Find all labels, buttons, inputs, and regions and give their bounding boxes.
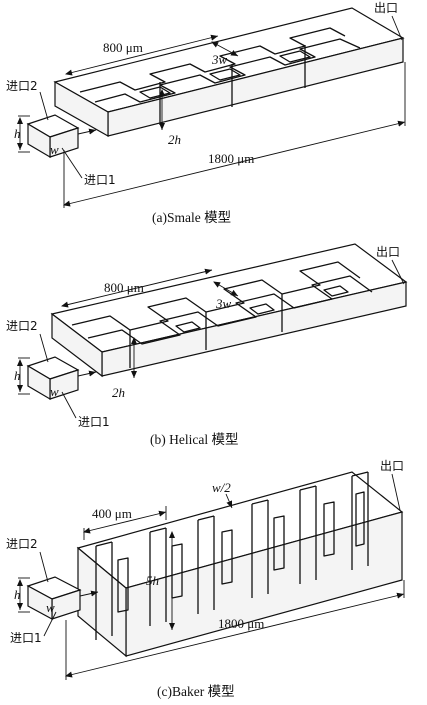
helical-channel-pattern bbox=[71, 261, 373, 345]
baker-dim-h-label: h bbox=[14, 587, 21, 602]
helical-inlet2-leader bbox=[39, 333, 49, 363]
helical-channel-inner bbox=[175, 285, 349, 333]
helical-model: 800 μm 3w 2h h w 进口2 进口1 出口 (b) Helical … bbox=[6, 243, 408, 447]
helical-inlet1-leader bbox=[61, 391, 77, 419]
baker-dim-1800-label: 1800 μm bbox=[218, 616, 264, 631]
smale-model: 800 μm 3w 2h h w 1800 μm 进口2 进口1 出口 (a)S… bbox=[6, 1, 406, 225]
helical-dim-3w-label: 3w bbox=[215, 296, 232, 311]
smale-dim-w-arrow bbox=[77, 128, 97, 135]
smale-inlet2-leader bbox=[39, 91, 49, 121]
helical-outlet-label: 出口 bbox=[376, 245, 400, 259]
helical-dim-h-label: h bbox=[14, 368, 21, 383]
smale-inlet1-leader bbox=[61, 147, 83, 179]
baker-inlet2-leader bbox=[39, 551, 49, 583]
helical-caption: (b) Helical 模型 bbox=[150, 432, 238, 447]
smale-dim-h-label: h bbox=[14, 126, 21, 141]
smale-inlet-left bbox=[27, 122, 51, 159]
baker-dim-w2-arrow bbox=[225, 493, 233, 509]
baker-caption: (c)Baker 模型 bbox=[157, 684, 235, 699]
smale-dim-1800-line bbox=[63, 120, 406, 207]
helical-dim-w-label: w bbox=[50, 384, 59, 399]
smale-dim-3w-label: 3w bbox=[211, 52, 228, 67]
baker-inlet1-label: 进口1 bbox=[10, 631, 42, 645]
helical-dim-800-line bbox=[61, 268, 213, 308]
baker-outlet-leader bbox=[391, 473, 401, 511]
helical-inlet2-label: 进口2 bbox=[6, 319, 38, 333]
smale-inlet1-label: 进口1 bbox=[84, 173, 116, 187]
baker-dim-1800-line bbox=[65, 592, 405, 678]
baker-dim-400-label: 400 μm bbox=[92, 506, 132, 521]
smale-channel-inner bbox=[139, 50, 311, 99]
smale-dim-2h-label: 2h bbox=[168, 132, 181, 147]
helical-inlet-left bbox=[27, 364, 51, 401]
baker-dim-w2-label: w/2 bbox=[212, 480, 231, 495]
helical-dim-2h-label: 2h bbox=[112, 385, 125, 400]
smale-outlet-label: 出口 bbox=[374, 1, 398, 15]
smale-dim-800-label: 800 μm bbox=[103, 40, 143, 55]
baker-dim-5h-label: 5h bbox=[146, 573, 159, 588]
baker-outlet-label: 出口 bbox=[380, 459, 404, 473]
baker-inlet2-label: 进口2 bbox=[6, 537, 38, 551]
baker-dim-w-label: w bbox=[46, 600, 55, 615]
helical-body-left bbox=[51, 312, 103, 378]
smale-dim-800-line bbox=[65, 34, 219, 76]
smale-inlet2-label: 进口2 bbox=[6, 79, 38, 93]
helical-dim-3w-line bbox=[213, 281, 239, 297]
smale-caption: (a)Smale 模型 bbox=[152, 210, 231, 225]
helical-dim-800-label: 800 μm bbox=[104, 280, 144, 295]
smale-outlet-leader bbox=[391, 15, 403, 41]
helical-inlet1-label: 进口1 bbox=[78, 415, 110, 429]
helical-dim-w-arrow bbox=[77, 370, 97, 377]
helical-outlet-leader bbox=[391, 259, 405, 285]
baker-dim-400-line bbox=[83, 510, 167, 534]
baker-model: 400 μm w/2 5h h w 1800 μm 进口2 进口1 出口 (c)… bbox=[6, 459, 405, 699]
smale-dim-w-label: w bbox=[50, 142, 59, 157]
smale-dim-1800-label: 1800 μm bbox=[208, 151, 254, 166]
smale-dim-3w-line bbox=[211, 41, 239, 57]
baker-inlet1-leader bbox=[43, 611, 57, 637]
